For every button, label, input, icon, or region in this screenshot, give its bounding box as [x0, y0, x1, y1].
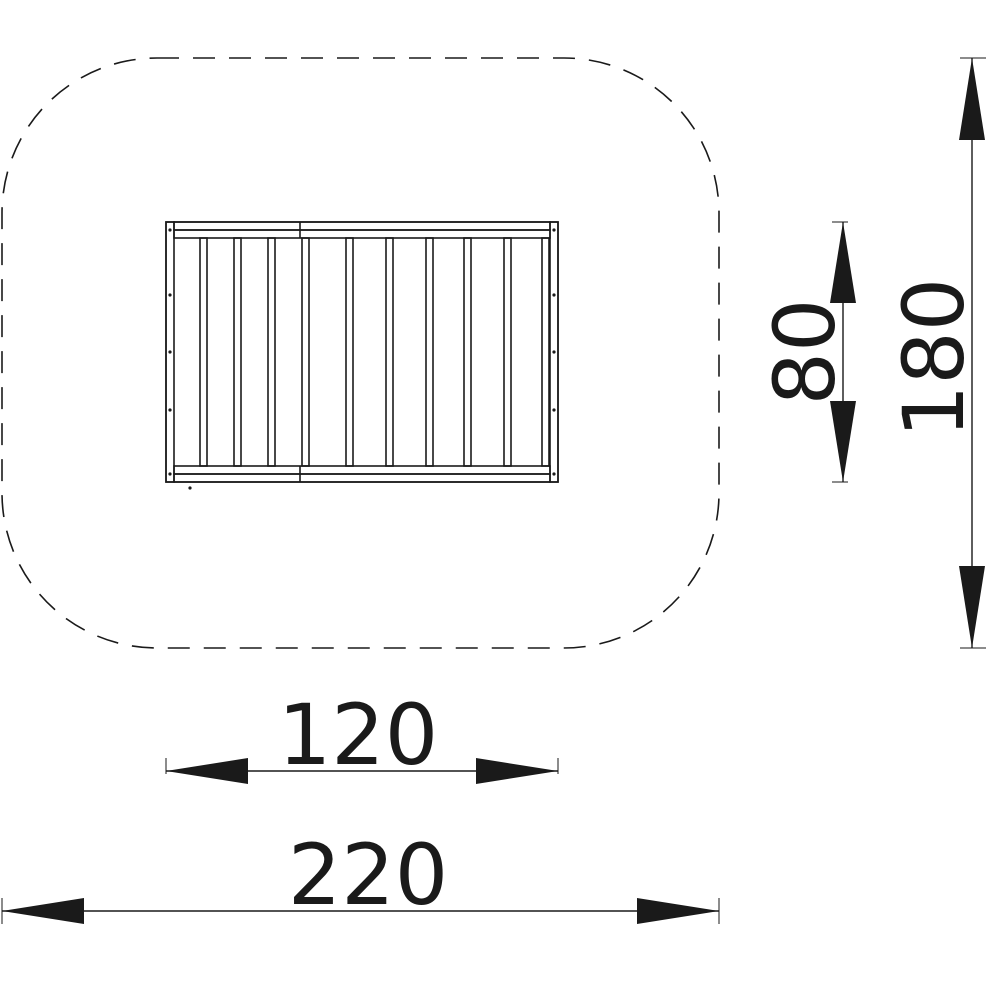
slat — [345, 237, 354, 467]
slat — [301, 237, 310, 467]
dimension-label-80: 80 — [756, 299, 854, 406]
arrowhead-bottom — [830, 401, 856, 482]
slat — [199, 237, 208, 467]
arrowhead-left — [166, 758, 248, 784]
top-beam — [173, 221, 551, 231]
dimension-inner-width: 120 — [165, 686, 559, 784]
top-rail — [173, 229, 551, 239]
platform-frame — [165, 221, 559, 490]
arrowhead-left — [2, 898, 84, 924]
slat — [233, 237, 242, 467]
slat — [385, 237, 394, 467]
arrowhead-right — [476, 758, 558, 784]
dimension-outer-width: 220 — [1, 826, 720, 924]
bottom-rail — [173, 465, 551, 475]
bottom-beam — [173, 473, 551, 483]
slat — [267, 237, 276, 467]
slat — [541, 237, 550, 467]
bolts — [168, 228, 556, 490]
right-post — [549, 221, 559, 483]
slats — [199, 237, 550, 467]
slat — [425, 237, 434, 467]
dimension-label-120: 120 — [278, 686, 438, 784]
dimension-outer-depth: 180 — [885, 57, 986, 649]
dimension-label-220: 220 — [288, 826, 448, 924]
frame-outer — [165, 221, 559, 483]
dimension-label-180: 180 — [885, 278, 983, 438]
slat — [463, 237, 472, 467]
arrowhead-top — [830, 222, 856, 303]
arrowhead-bottom — [959, 566, 985, 648]
arrowhead-right — [637, 898, 719, 924]
left-post — [165, 221, 175, 483]
dimension-inner-depth: 80 — [756, 221, 856, 483]
arrowhead-top — [959, 58, 985, 140]
slat — [503, 237, 512, 467]
safety-zone-outline — [1, 57, 720, 649]
